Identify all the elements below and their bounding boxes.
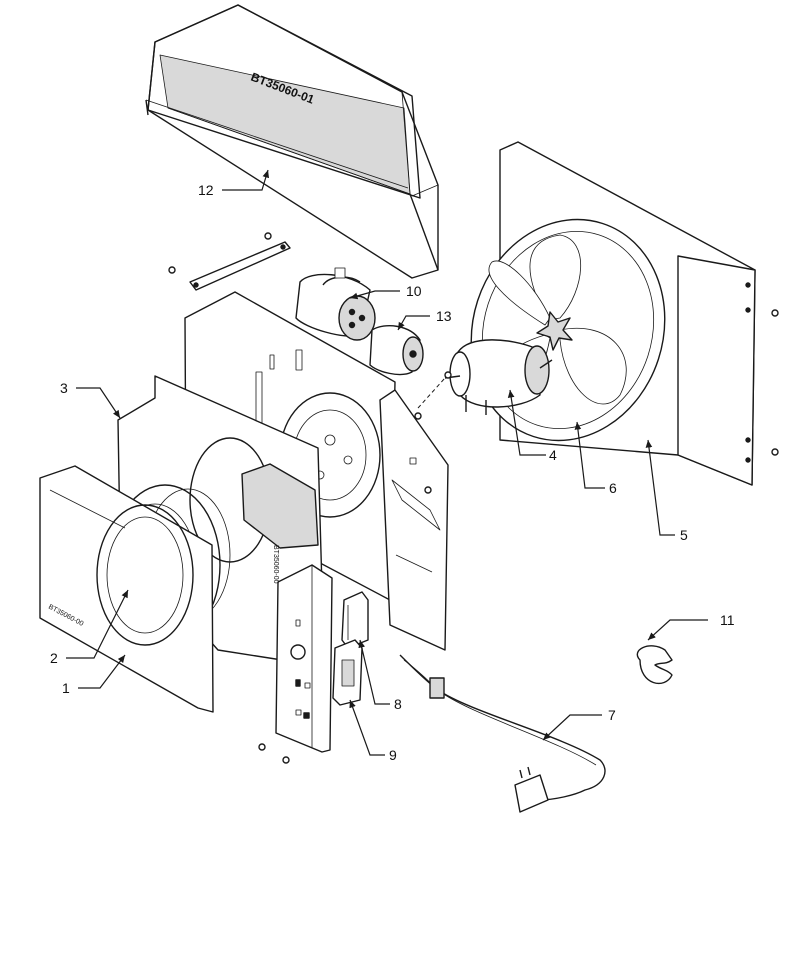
fan-motor-part <box>444 339 553 415</box>
leader-1 <box>78 654 126 689</box>
callout-1: 1 <box>62 680 70 696</box>
capacitor-part <box>295 267 376 341</box>
leader-8 <box>358 639 390 705</box>
front-panel-part: BT35060-00 <box>39 465 214 713</box>
leader-4 <box>507 389 546 456</box>
thermostat-switch-part <box>341 591 369 649</box>
callout-8: 8 <box>394 696 402 712</box>
motor-end-cap-part <box>369 324 424 376</box>
control-panel-stamp: BT35060-00 <box>272 545 279 584</box>
leader-9 <box>349 699 385 756</box>
leader-2 <box>66 589 129 659</box>
callout-13: 13 <box>436 308 452 324</box>
rotary-switch-part <box>332 639 363 706</box>
callout-10: 10 <box>406 283 422 299</box>
callout-9: 9 <box>389 747 397 763</box>
mounting-clip-part <box>636 645 673 685</box>
control-panel-board: BT35060-00 <box>258 545 333 764</box>
callout-7: 7 <box>608 707 616 723</box>
callout-leaders <box>66 169 708 756</box>
leader-12 <box>222 169 270 191</box>
top-duct-part: BT35060-01 <box>145 4 439 279</box>
callout-12: 12 <box>198 182 214 198</box>
alignment-dash-1 <box>417 377 446 409</box>
leader-7 <box>542 714 602 741</box>
leader-3 <box>76 387 121 419</box>
leader-5 <box>645 439 675 536</box>
callout-3: 3 <box>60 380 68 396</box>
callout-labels: 12 10 13 3 4 6 5 11 7 2 1 8 9 <box>50 182 735 763</box>
callout-11: 11 <box>720 612 735 628</box>
leader-6 <box>574 421 605 489</box>
screws <box>444 309 779 456</box>
callout-6: 6 <box>609 480 617 496</box>
right-control-bracket <box>379 389 449 651</box>
leader-11 <box>647 619 708 641</box>
leader-13 <box>397 315 430 331</box>
leader-10 <box>349 290 400 300</box>
power-cord-part <box>399 654 606 813</box>
callout-5: 5 <box>680 527 688 543</box>
mounting-bracket-strap <box>168 232 291 291</box>
callout-4: 4 <box>549 447 557 463</box>
callout-2: 2 <box>50 650 58 666</box>
